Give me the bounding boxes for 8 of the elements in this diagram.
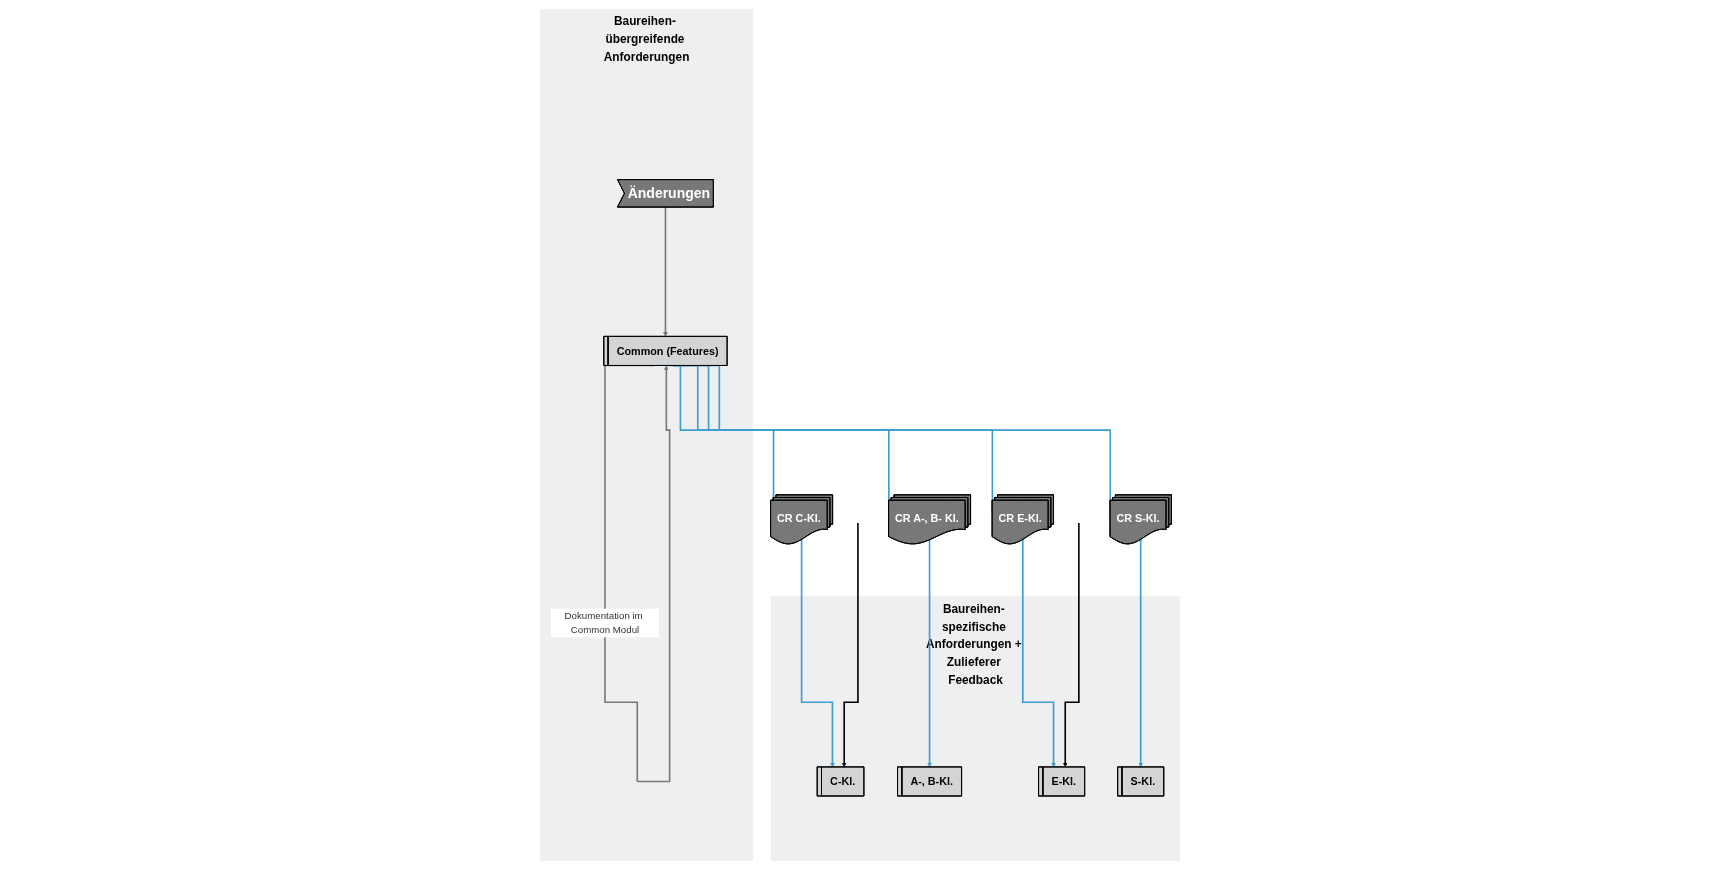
arrow [1021,538,1056,768]
arrow [800,538,835,768]
arrow [927,539,932,768]
arrow [1062,522,1080,768]
arrow [1138,538,1143,768]
edge-label: Dokumentation im Common Modul [564,610,643,636]
arrow [841,522,859,768]
arrow [662,206,668,337]
